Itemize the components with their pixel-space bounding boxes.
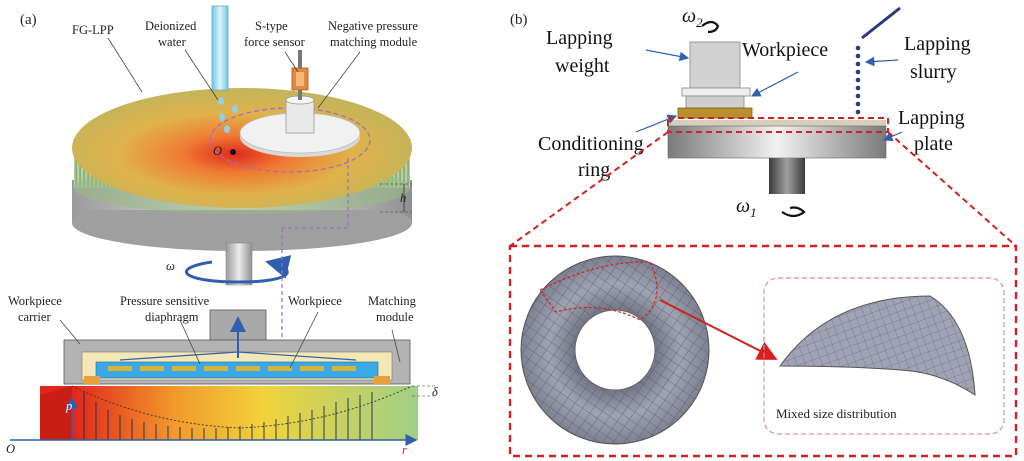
label-carrier-2: carrier bbox=[18, 310, 51, 324]
leader-workpiece-a bbox=[289, 311, 319, 369]
plate-spindle bbox=[769, 158, 805, 194]
pad-annulus bbox=[520, 255, 710, 445]
leader-workpiece-b bbox=[750, 71, 799, 97]
pressure-field bbox=[72, 386, 418, 440]
crescent-segment bbox=[779, 295, 976, 396]
leader-slurry bbox=[864, 56, 899, 67]
leader-deionized bbox=[184, 49, 219, 101]
label-weight-1: Lapping bbox=[546, 27, 613, 49]
label-omega1: ω1 bbox=[736, 195, 757, 220]
label-matching-2: module bbox=[376, 310, 414, 324]
label-h: h bbox=[400, 191, 406, 205]
zoom-line-right bbox=[887, 131, 1017, 247]
dimension-h: h bbox=[380, 183, 412, 213]
label-r: r bbox=[402, 443, 407, 457]
label-weight-2: weight bbox=[555, 55, 610, 77]
label-slurry-2: slurry bbox=[910, 61, 957, 83]
panel-a: (a) bbox=[6, 5, 438, 457]
label-neg-pressure-2: matching module bbox=[330, 35, 418, 49]
label-workpiece-a: Workpiece bbox=[288, 294, 342, 308]
rotation-arrow-omega1 bbox=[781, 206, 806, 218]
label-plate-2: plate bbox=[914, 133, 953, 155]
weight-base bbox=[681, 87, 751, 97]
s-type-force-sensor bbox=[285, 50, 315, 134]
label-origin-bottom: O bbox=[6, 442, 15, 456]
zoom-line-left bbox=[509, 131, 669, 247]
pressure-arrows bbox=[83, 392, 373, 440]
detail-inset bbox=[763, 277, 1005, 435]
label-deionized-2: water bbox=[158, 35, 187, 49]
slurry-drops bbox=[855, 45, 861, 115]
label-s-type-2: force sensor bbox=[244, 35, 306, 49]
panel-b-label: (b) bbox=[510, 12, 528, 28]
conditioning-ring bbox=[677, 107, 753, 119]
leader-plate bbox=[882, 131, 903, 141]
label-diaphragm-1: Pressure sensitive bbox=[120, 294, 210, 308]
label-fg-lpp: FG-LPP bbox=[72, 23, 114, 37]
plate-top bbox=[668, 120, 886, 126]
label-omega: ω bbox=[166, 259, 175, 273]
label-workpiece-b: Workpiece bbox=[742, 39, 828, 61]
spindle bbox=[225, 242, 253, 286]
deionized-water-nozzle bbox=[211, 5, 238, 133]
origin-point bbox=[230, 149, 236, 155]
zoom-detail-box bbox=[508, 244, 1018, 458]
fg-lpp-disc bbox=[72, 88, 412, 208]
panel-a-label: (a) bbox=[20, 12, 37, 28]
rotation-arrow-omega2 bbox=[701, 20, 720, 34]
cross-section: δ p O r bbox=[6, 309, 438, 457]
label-neg-pressure-1: Negative pressure bbox=[328, 19, 418, 33]
leader-diaphragm bbox=[179, 319, 201, 365]
vacuum-channels bbox=[119, 351, 357, 361]
label-s-type-1: S-type bbox=[255, 19, 288, 33]
pressure-envelope bbox=[71, 385, 413, 429]
label-omega2: ω2 bbox=[682, 5, 703, 30]
zoom-source-box bbox=[667, 117, 889, 133]
slurry-nozzle bbox=[861, 6, 901, 40]
leader-weight bbox=[645, 49, 690, 62]
label-carrier-1: Workpiece bbox=[8, 294, 62, 308]
label-conditioning-2: ring bbox=[578, 159, 610, 181]
leader-carrier bbox=[59, 319, 81, 345]
leader-fg-lpp bbox=[107, 37, 143, 93]
label-p: p bbox=[65, 399, 72, 413]
label-diaphragm-2: diaphragm bbox=[145, 310, 199, 324]
leader-force-sensor bbox=[284, 51, 299, 73]
leader-neg-pressure bbox=[317, 51, 361, 109]
rotation-arrow-omega bbox=[185, 255, 292, 284]
label-mixed-size: Mixed size distribution bbox=[776, 406, 897, 421]
label-delta: δ bbox=[432, 385, 438, 399]
label-plate-1: Lapping bbox=[898, 107, 965, 129]
lapping-plate bbox=[667, 125, 887, 159]
workpiece-holder bbox=[685, 95, 745, 109]
label-conditioning-1: Conditioning bbox=[538, 133, 644, 155]
panel-b: (b) ω2 ω1 Lapping weight Workpiece Lappi… bbox=[508, 5, 1018, 458]
label-deionized-1: Deionized bbox=[145, 19, 197, 33]
label-matching-1: Matching bbox=[368, 294, 417, 308]
lapping-weight bbox=[689, 41, 741, 89]
label-slurry-1: Lapping bbox=[904, 33, 971, 55]
leader-matching bbox=[391, 329, 401, 363]
label-origin-top: O bbox=[213, 144, 222, 158]
detail-arrow bbox=[659, 299, 778, 360]
